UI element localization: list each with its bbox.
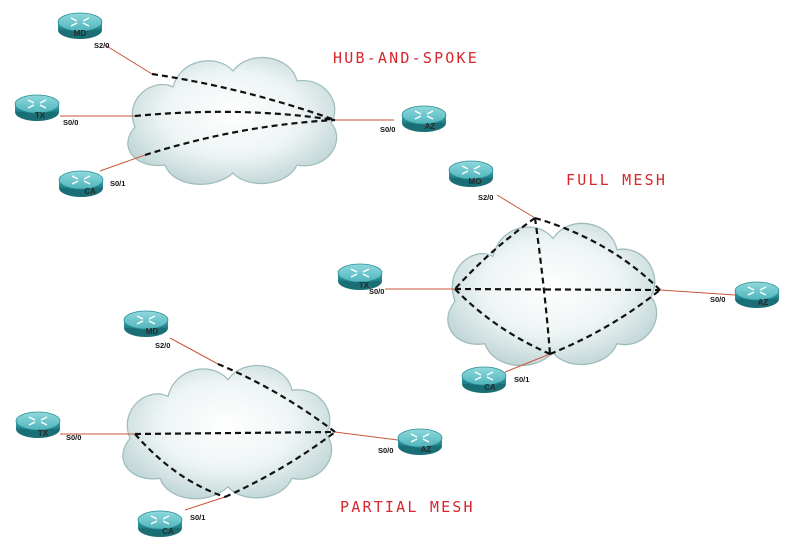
hub-md-interface-label: S2/0 [94, 41, 109, 50]
full-ca-az-circuit [549, 289, 661, 356]
partial-ca-az-circuit [224, 431, 336, 499]
full-mo-tx-circuit [454, 217, 536, 290]
hub-tx-az-circuit [134, 110, 336, 122]
partial-router-az-label: AZ [421, 445, 432, 454]
partial-md-interface-label: S2/0 [155, 341, 170, 350]
full-mesh-diagram: FULL MESH MO S2/0 TX S0/0 CA S0/1 AZ S0/… [337, 160, 780, 394]
hub-and-spoke-title: HUB-AND-SPOKE [333, 49, 479, 67]
full-mo-interface-label: S2/0 [478, 193, 493, 202]
partial-tx-az-circuit [134, 430, 336, 436]
full-ca-interface-label: S0/1 [514, 375, 529, 384]
hub-az-interface-label: S0/0 [380, 125, 395, 134]
full-az-interface-label: S0/0 [710, 295, 725, 304]
full-mo-az-circuit [534, 216, 661, 291]
full-mesh-title: FULL MESH [566, 171, 667, 189]
full-router-mo-label: MO [469, 177, 482, 186]
hub-cloud-icon [127, 56, 338, 185]
partial-ca-interface-label: S0/1 [190, 513, 205, 522]
partial-tx-interface-label: S0/0 [66, 433, 81, 442]
hub-router-tx-label: TX [35, 111, 46, 120]
partial-ca-serial-link [184, 496, 226, 511]
partial-mesh-title: PARTIAL MESH [340, 498, 475, 516]
hub-ca-serial-link [99, 154, 146, 172]
hub-md-az-circuit [151, 72, 336, 122]
full-router-az-label: AZ [758, 298, 769, 307]
full-az-serial-link [659, 289, 736, 296]
full-router-ca-label: CA [484, 383, 496, 392]
hub-router-az-label: AZ [425, 122, 436, 131]
full-ca-serial-link [504, 353, 551, 373]
hub-and-spoke-diagram: HUB-AND-SPOKE MD S2/0 TX S0/0 CA S0/1 AZ… [14, 12, 479, 198]
partial-router-md-label: MD [146, 327, 159, 336]
full-router-tx-label: TX [359, 281, 370, 290]
full-mo-ca-circuit [533, 217, 552, 355]
partial-mesh-diagram: PARTIAL MESH MD S2/0 TX S0/0 CA S0/1 AZ … [15, 310, 475, 538]
router-icon[interactable] [137, 510, 183, 538]
full-tx-az-circuit [454, 287, 661, 292]
partial-md-serial-link [169, 337, 219, 365]
partial-az-interface-label: S0/0 [378, 446, 393, 455]
partial-router-tx-label: TX [38, 429, 49, 438]
router-icon[interactable] [58, 170, 104, 198]
hub-tx-interface-label: S0/0 [63, 118, 78, 127]
full-tx-ca-circuit [454, 288, 551, 356]
full-tx-interface-label: S0/0 [369, 287, 384, 296]
partial-az-serial-link [334, 431, 399, 441]
full-mesh-cloud-icon [447, 222, 658, 367]
hub-router-ca-label: CA [84, 187, 96, 196]
full-mo-serial-link [496, 194, 536, 219]
partial-tx-ca-circuit [134, 433, 226, 499]
partial-md-az-circuit [217, 362, 336, 433]
hub-ca-az-circuit [144, 118, 336, 157]
hub-md-serial-link [104, 44, 153, 75]
hub-ca-interface-label: S0/1 [110, 179, 125, 188]
partial-router-ca-label: CA [162, 527, 174, 536]
hub-router-md-label: MD [74, 29, 87, 38]
